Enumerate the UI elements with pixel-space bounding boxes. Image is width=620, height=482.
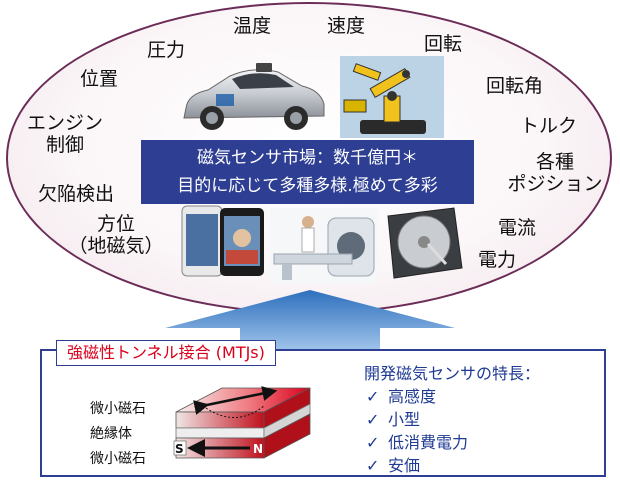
feature-label: 安価 [388, 456, 421, 475]
label-engine-line2: 制御 [45, 133, 84, 156]
check-icon: ✓ [366, 433, 380, 452]
label-rotation-angle: 回転角 [486, 75, 544, 97]
mtj-structure-diagram [173, 386, 311, 459]
label-pressure: 圧力 [147, 39, 186, 61]
label-current: 電流 [498, 217, 537, 239]
features-heading: 開発磁気センサの特長： [364, 364, 541, 383]
label-speed: 速度 [327, 15, 366, 37]
feature-item: ✓ 安価 [364, 454, 540, 477]
check-icon: ✓ [366, 410, 380, 429]
pole-s-label: S [175, 442, 184, 456]
pole-n-label: N [253, 442, 264, 456]
feature-item: ✓ 小型 [364, 408, 540, 431]
label-layer-top: 微小磁石 [90, 401, 146, 417]
mri-scanner-image [270, 208, 378, 284]
label-torque: トルク [520, 115, 578, 137]
label-position: 位置 [80, 68, 119, 90]
mtj-title: 強磁性トンネル接合 (MTJs) [56, 340, 276, 366]
label-layer-insulator: 絶縁体 [90, 426, 132, 442]
label-engine-line1: エンジン [26, 112, 103, 134]
label-temperature: 温度 [233, 15, 272, 37]
check-icon: ✓ [366, 387, 380, 406]
label-various-line2: ポジション [507, 172, 603, 195]
up-arrow-icon [165, 290, 455, 350]
label-layer-bottom: 微小磁石 [90, 451, 146, 467]
car-image [183, 63, 325, 130]
label-various-position: 各種 ポジション [500, 151, 610, 196]
check-icon: ✓ [366, 456, 380, 475]
label-various-line1: 各種 [535, 151, 574, 173]
label-defect-detection: 欠陥検出 [38, 183, 115, 205]
label-direction: 方位 （地磁気） [66, 213, 166, 258]
label-direction-line2: （地磁気） [68, 234, 164, 257]
sensor-features: 開発磁気センサの特長： ✓ 高感度 ✓ 小型 ✓ 低消費電力 ✓ 安価 [364, 362, 540, 477]
label-rotation: 回転 [424, 33, 463, 55]
smartphone-image [181, 205, 264, 277]
mtj-panel [40, 349, 606, 477]
feature-item: ✓ 低消費電力 [364, 431, 540, 454]
label-engine-control: エンジン 制御 [20, 112, 110, 157]
hard-disk-image [387, 207, 463, 279]
feature-item: ✓ 高感度 [364, 385, 540, 408]
robot-arm-image [340, 56, 444, 138]
banner-line2: 目的に応じて多種多様.極めて多彩 [177, 176, 438, 196]
market-banner: 磁気センサ市場：数千億円＊ 目的に応じて多種多様.極めて多彩 [141, 140, 474, 204]
banner-line1: 磁気センサ市場：数千億円＊ [197, 148, 418, 168]
label-power: 電力 [478, 249, 517, 271]
label-direction-line1: 方位 [96, 213, 135, 235]
feature-label: 小型 [388, 410, 421, 429]
feature-label: 低消費電力 [388, 433, 469, 452]
feature-label: 高感度 [388, 387, 437, 406]
